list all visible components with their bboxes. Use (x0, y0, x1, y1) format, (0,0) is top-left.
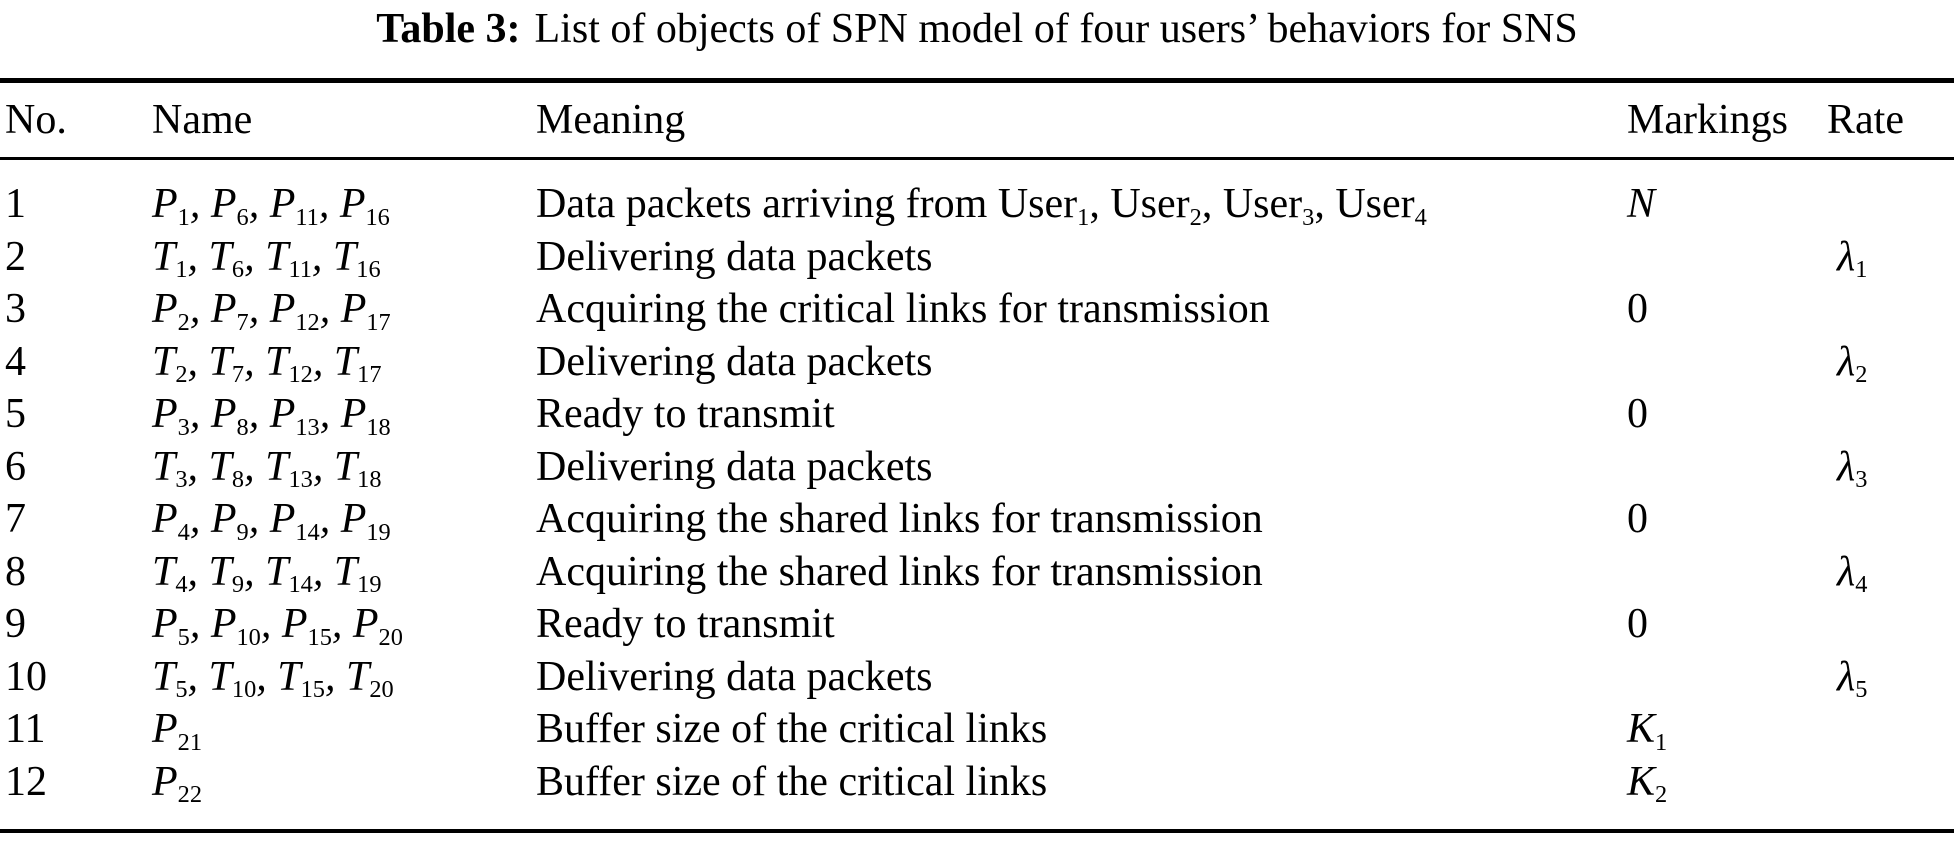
cell-meaning: Acquiring the shared links for transmiss… (536, 496, 1263, 542)
cell-no: 1 (5, 181, 26, 227)
cell-meaning: Ready to transmit (536, 391, 835, 437)
cell-meaning: Delivering data packets (536, 653, 933, 700)
table-row: 8 T4, T9, T14, T19 Acquiring the shared … (0, 546, 1954, 599)
table-row: 1 P1, P6, P11, P16 Data packets arriving… (0, 178, 1954, 231)
table-body: 1 P1, P6, P11, P16 Data packets arriving… (0, 160, 1954, 808)
table-caption-text: List of objects of SPN model of four use… (534, 6, 1578, 52)
cell-no: 10 (5, 653, 47, 700)
cell-name: P5, P10, P15, P20 (152, 601, 403, 651)
table-row: 7 P4, P9, P14, P19 Acquiring the shared … (0, 493, 1954, 546)
header-meaning: Meaning (536, 97, 686, 143)
cell-name: P21 (152, 706, 203, 756)
table-row: 4 T2, T7, T12, T17 Delivering data packe… (0, 336, 1954, 389)
table-row: 10 T5, T10, T15, T20 Delivering data pac… (0, 651, 1954, 704)
cell-meaning: Delivering data packets (536, 443, 933, 490)
table-row: 2 T1, T6, T11, T16 Delivering data packe… (0, 231, 1954, 284)
cell-rate: λ1 (1837, 233, 1868, 284)
cell-name: P2, P7, P12, P17 (152, 286, 391, 336)
cell-name: T1, T6, T11, T16 (152, 233, 381, 284)
table-caption: Table 3: List of objects of SPN model of … (0, 4, 1954, 54)
cell-marking (1627, 651, 1827, 704)
table-row: 9 P5, P10, P15, P20 Ready to transmit 0 (0, 598, 1954, 651)
table-row: 3 P2, P7, P12, P17 Acquiring the critica… (0, 283, 1954, 336)
cell-name: P4, P9, P14, P19 (152, 496, 391, 546)
table-bottom-rule (0, 829, 1954, 833)
header-name: Name (152, 97, 253, 143)
cell-rate (1827, 178, 1954, 231)
cell-no: 3 (5, 286, 26, 332)
cell-rate (1827, 756, 1954, 809)
cell-meaning: Acquiring the shared links for transmiss… (536, 548, 1263, 595)
table-caption-label: Table 3: (376, 6, 521, 52)
cell-no: 9 (5, 601, 26, 647)
cell-meaning: Delivering data packets (536, 338, 933, 385)
cell-meaning: Ready to transmit (536, 601, 835, 647)
cell-marking (1627, 231, 1827, 284)
cell-marking (1627, 546, 1827, 599)
cell-marking: K1 (1627, 706, 1668, 756)
cell-no: 4 (5, 338, 26, 385)
cell-meaning: Data packets arriving from User1, User2,… (536, 181, 1427, 231)
table-row: 11 P21 Buffer size of the critical links… (0, 703, 1954, 756)
table-header-rule (0, 157, 1954, 160)
cell-rate (1827, 598, 1954, 651)
cell-rate: λ3 (1837, 443, 1868, 494)
cell-marking: N (1627, 181, 1656, 227)
cell-rate (1827, 703, 1954, 756)
cell-no: 11 (5, 706, 46, 752)
table-row: 5 P3, P8, P13, P18 Ready to transmit 0 (0, 388, 1954, 441)
header-no: No. (5, 97, 67, 143)
cell-marking: 0 (1627, 286, 1648, 332)
cell-rate: λ2 (1837, 338, 1868, 389)
table-top-rule (0, 78, 1954, 83)
cell-marking: 0 (1627, 601, 1648, 647)
cell-marking (1627, 336, 1827, 389)
cell-meaning: Delivering data packets (536, 233, 933, 280)
cell-name: T4, T9, T14, T19 (152, 548, 382, 599)
cell-rate: λ5 (1837, 653, 1868, 704)
table-row: 12 P22 Buffer size of the critical links… (0, 756, 1954, 809)
cell-rate (1827, 283, 1954, 336)
table-header-row: No. Name Meaning Markings Rate (0, 83, 1954, 157)
cell-name: T3, T8, T13, T18 (152, 443, 382, 494)
cell-no: 6 (5, 443, 26, 490)
cell-no: 8 (5, 548, 26, 595)
cell-no: 7 (5, 496, 26, 542)
cell-rate (1827, 388, 1954, 441)
cell-no: 12 (5, 758, 47, 805)
cell-name: P1, P6, P11, P16 (152, 181, 390, 231)
table-row: 6 T3, T8, T13, T18 Delivering data packe… (0, 441, 1954, 494)
cell-name: T5, T10, T15, T20 (152, 653, 394, 704)
cell-marking: 0 (1627, 391, 1648, 437)
cell-marking (1627, 441, 1827, 494)
cell-marking: 0 (1627, 496, 1648, 542)
cell-marking: K2 (1627, 758, 1668, 809)
cell-name: T2, T7, T12, T17 (152, 338, 382, 389)
cell-meaning: Buffer size of the critical links (536, 758, 1048, 805)
cell-rate: λ4 (1837, 548, 1868, 599)
cell-name: P3, P8, P13, P18 (152, 391, 391, 441)
header-markings: Markings (1627, 97, 1788, 143)
cell-meaning: Buffer size of the critical links (536, 706, 1048, 752)
cell-no: 2 (5, 233, 26, 280)
cell-rate (1827, 493, 1954, 546)
header-rate: Rate (1827, 97, 1904, 143)
cell-meaning: Acquiring the critical links for transmi… (536, 286, 1270, 332)
cell-no: 5 (5, 391, 26, 437)
cell-name: P22 (152, 758, 203, 809)
